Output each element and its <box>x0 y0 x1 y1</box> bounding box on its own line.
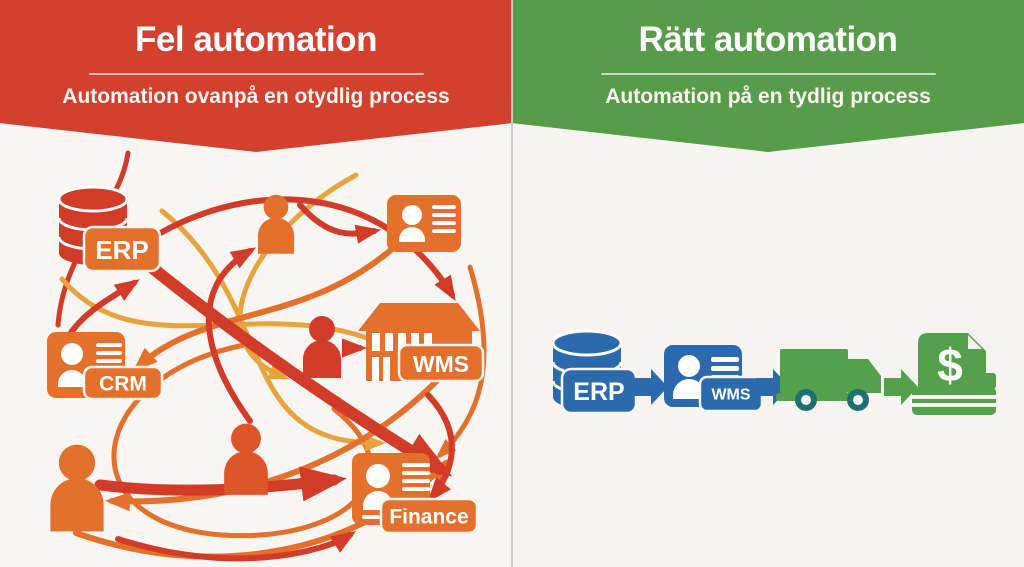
left-subtitle: Automation ovanpå en otydlig process <box>62 85 450 108</box>
erp-label: ERP <box>573 378 624 406</box>
erp-label: ERP <box>95 235 148 265</box>
left-title: Fel automation <box>135 20 377 59</box>
crm-card-icon: CRM <box>47 332 164 401</box>
person-icon <box>224 423 268 495</box>
flow-arrow-icon <box>634 369 668 405</box>
clean-process-flow: ERP WMS <box>551 329 996 415</box>
left-title-separator <box>88 73 424 75</box>
truck-icon <box>776 349 881 411</box>
erp-database-icon: ERP <box>57 185 162 273</box>
wms-label: WMS <box>413 351 469 377</box>
right-panel-right-automation: Rätt automation Automation på en tydlig … <box>512 0 1024 567</box>
right-banner: Rätt automation Automation på en tydlig … <box>512 0 1024 152</box>
right-title-separator <box>600 73 936 75</box>
wms-warehouse-icon: WMS <box>358 303 485 383</box>
right-title: Rätt automation <box>638 20 898 59</box>
flow-arrow-icon <box>884 369 918 405</box>
chaotic-process-diagram: ERP CRM <box>47 150 487 562</box>
dollar-sign: $ <box>937 339 963 391</box>
person-icon <box>50 444 104 532</box>
finance-card-icon: Finance <box>352 453 479 535</box>
finance-label: Finance <box>389 506 468 529</box>
wms-operator-card-icon: WMS <box>664 345 764 413</box>
wms-label: WMS <box>711 387 750 404</box>
crm-label: CRM <box>99 373 147 396</box>
left-panel-wrong-automation: Fel automation Automation ovanpå en otyd… <box>0 0 512 567</box>
person-icon <box>257 194 295 254</box>
erp-database-icon: ERP <box>551 329 638 415</box>
right-subtitle: Automation på en tydlig process <box>605 85 931 108</box>
contact-card-icon <box>387 195 461 252</box>
left-banner: Fel automation Automation ovanpå en otyd… <box>0 0 512 152</box>
invoice-dollar-icon: $ <box>912 333 996 415</box>
panel-divider <box>511 0 513 567</box>
